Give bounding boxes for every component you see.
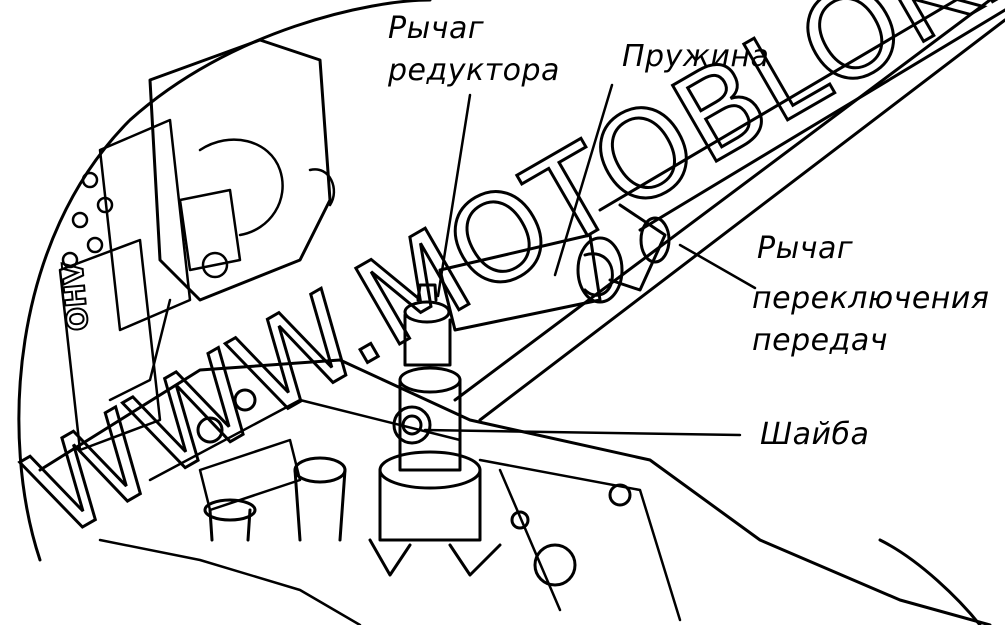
leader-gear-lever: [436, 93, 472, 298]
gearbox-base: [38, 358, 992, 625]
label-shift-lever-line3: передач: [752, 323, 888, 358]
engine-marking-text: OHV: [56, 260, 95, 332]
label-washer: Шайба: [760, 417, 870, 452]
engine-housing: [58, 38, 336, 452]
washer: [392, 405, 432, 445]
label-shift-lever-line1: Рычаг: [757, 231, 854, 266]
label-gear-lever-line1: Рычаг: [388, 11, 485, 46]
leader-shift-lever: [678, 243, 757, 290]
label-shift-lever-line2: переключения: [752, 281, 990, 316]
leader-lines: [423, 83, 757, 437]
label-gear-lever-line2: редуктора: [388, 53, 560, 88]
label-spring: Пружина: [622, 39, 770, 74]
shift-lever: [453, 0, 1005, 422]
leader-spring: [553, 83, 614, 277]
leader-washer: [423, 428, 742, 437]
detail-view-boundary: [17, 0, 432, 562]
